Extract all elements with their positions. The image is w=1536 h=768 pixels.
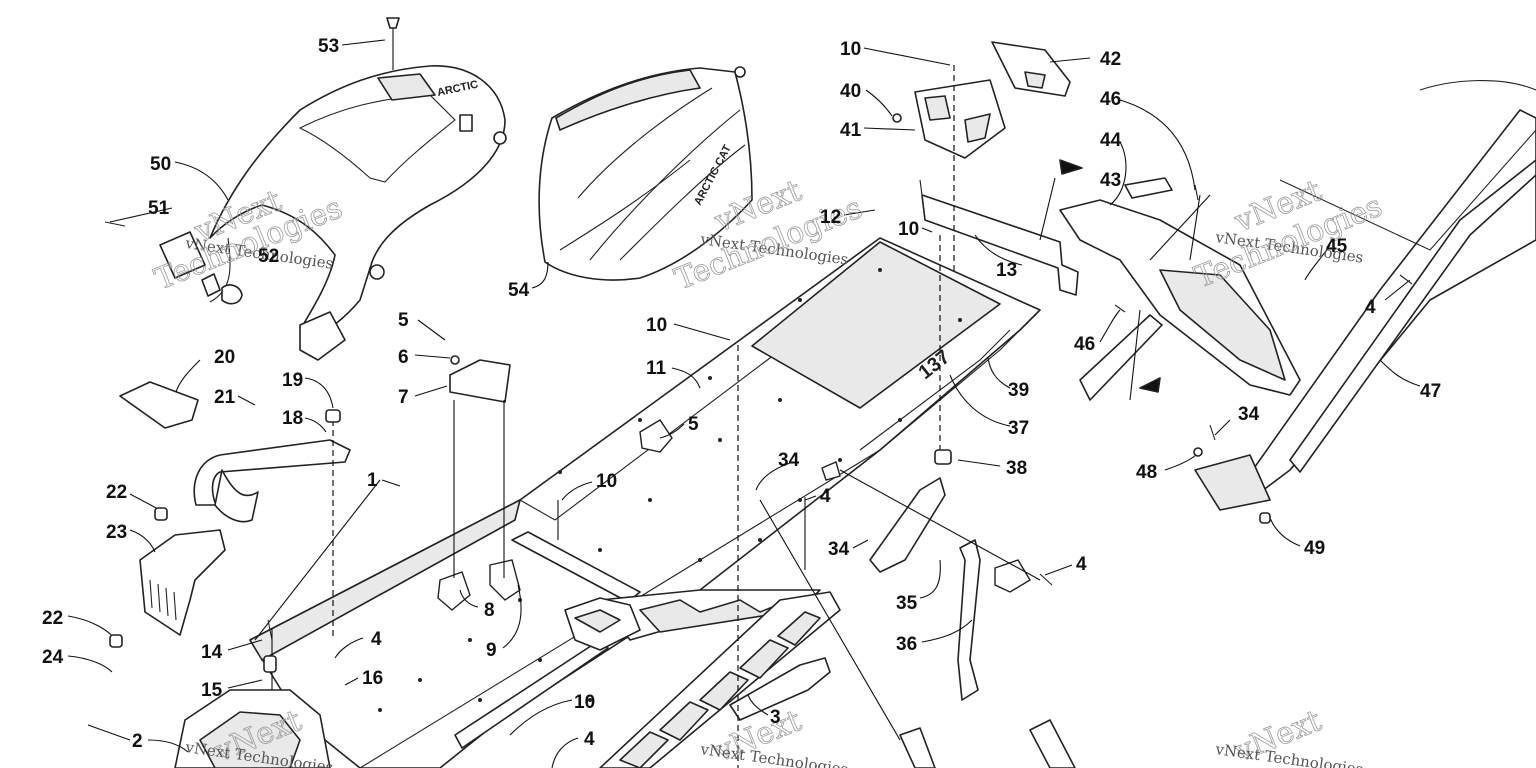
callout-22-bottom: 22 (42, 608, 63, 629)
callout-22-top: 22 (106, 482, 127, 503)
callout-4-bottom: 4 (584, 729, 595, 750)
callout-24: 24 (42, 647, 64, 668)
callout-10-d: 10 (596, 471, 617, 492)
seat-part: ARCTIC (159, 17, 507, 361)
callout-18: 18 (282, 408, 303, 429)
callout-19: 19 (282, 370, 303, 391)
front-mount-part (174, 689, 331, 768)
fasteners (104, 159, 1413, 673)
callout-10-e: 10 (574, 692, 595, 713)
callout-42: 42 (1100, 49, 1121, 70)
bracket-lower-right-part (899, 719, 1076, 768)
callout-2: 2 (132, 731, 143, 752)
guard-20-part (119, 381, 199, 429)
leader-lines (67, 39, 1421, 768)
callout-14: 14 (201, 642, 223, 663)
rear-bumper-part (1194, 79, 1536, 511)
bracket-part (919, 179, 1079, 296)
callout-50: 50 (150, 154, 171, 175)
bracket-23-part (139, 529, 226, 636)
callout-48: 48 (1136, 462, 1157, 483)
callout-34-mid: 34 (778, 450, 800, 471)
callout-54: 54 (508, 280, 530, 301)
callout-43: 43 (1100, 170, 1121, 191)
tunnel-part: 137 (249, 237, 1041, 768)
callout-13: 13 (996, 260, 1017, 281)
grab-bar-part (193, 439, 351, 523)
storage-bag-part: ARCTIC CAT (538, 66, 753, 281)
callouts: 53 50 51 52 54 10 40 41 42 12 10 13 46 4… (42, 36, 1441, 752)
tunnel-holes (378, 268, 962, 712)
callout-46-bottom: 46 (1074, 334, 1095, 355)
callout-53: 53 (318, 36, 339, 57)
callout-4-mid: 4 (820, 486, 831, 507)
callout-15: 15 (201, 680, 223, 701)
callout-34-lower: 34 (828, 539, 850, 560)
callout-7: 7 (398, 387, 409, 408)
callout-45: 45 (1326, 236, 1348, 257)
callout-12: 12 (820, 207, 841, 228)
running-board-part (564, 591, 841, 768)
callout-38: 38 (1006, 458, 1027, 479)
callout-40: 40 (840, 81, 861, 102)
callout-23: 23 (106, 522, 127, 543)
callout-52: 52 (258, 246, 279, 267)
callout-20: 20 (214, 347, 235, 368)
bracket-35-part (869, 477, 981, 701)
callout-49: 49 (1304, 538, 1325, 559)
callout-34-right: 34 (1238, 404, 1260, 425)
callout-8: 8 (484, 600, 495, 621)
callout-51: 51 (148, 198, 170, 219)
callout-44: 44 (1100, 130, 1122, 151)
callout-11: 11 (646, 358, 667, 379)
taillight-part (892, 41, 1071, 159)
assembly-lines (271, 65, 1211, 768)
callout-36: 36 (896, 634, 917, 655)
callout-6: 6 (398, 347, 409, 368)
snowflap-part (1059, 177, 1301, 401)
callout-16: 16 (362, 668, 383, 689)
callout-46-top: 46 (1100, 89, 1121, 110)
bracket-7-part (449, 359, 511, 403)
callout-4-right: 4 (1365, 297, 1376, 318)
callout-4-left: 4 (371, 629, 382, 650)
callout-35: 35 (896, 593, 918, 614)
callout-21: 21 (214, 387, 236, 408)
callout-3: 3 (770, 707, 781, 728)
callout-10-b: 10 (898, 219, 919, 240)
callout-5-mid: 5 (688, 414, 699, 435)
callout-1: 1 (367, 470, 378, 491)
callout-5-top: 5 (398, 310, 409, 331)
callout-47: 47 (1420, 381, 1441, 402)
callout-4-lower-right: 4 (1076, 554, 1087, 575)
callout-10-top: 10 (840, 39, 861, 60)
callout-10-c: 10 (646, 315, 667, 336)
bracket-3-part (729, 657, 831, 721)
callout-9: 9 (486, 640, 497, 661)
callout-41: 41 (840, 120, 862, 141)
callout-37: 37 (1008, 418, 1029, 439)
callout-39: 39 (1008, 380, 1029, 401)
